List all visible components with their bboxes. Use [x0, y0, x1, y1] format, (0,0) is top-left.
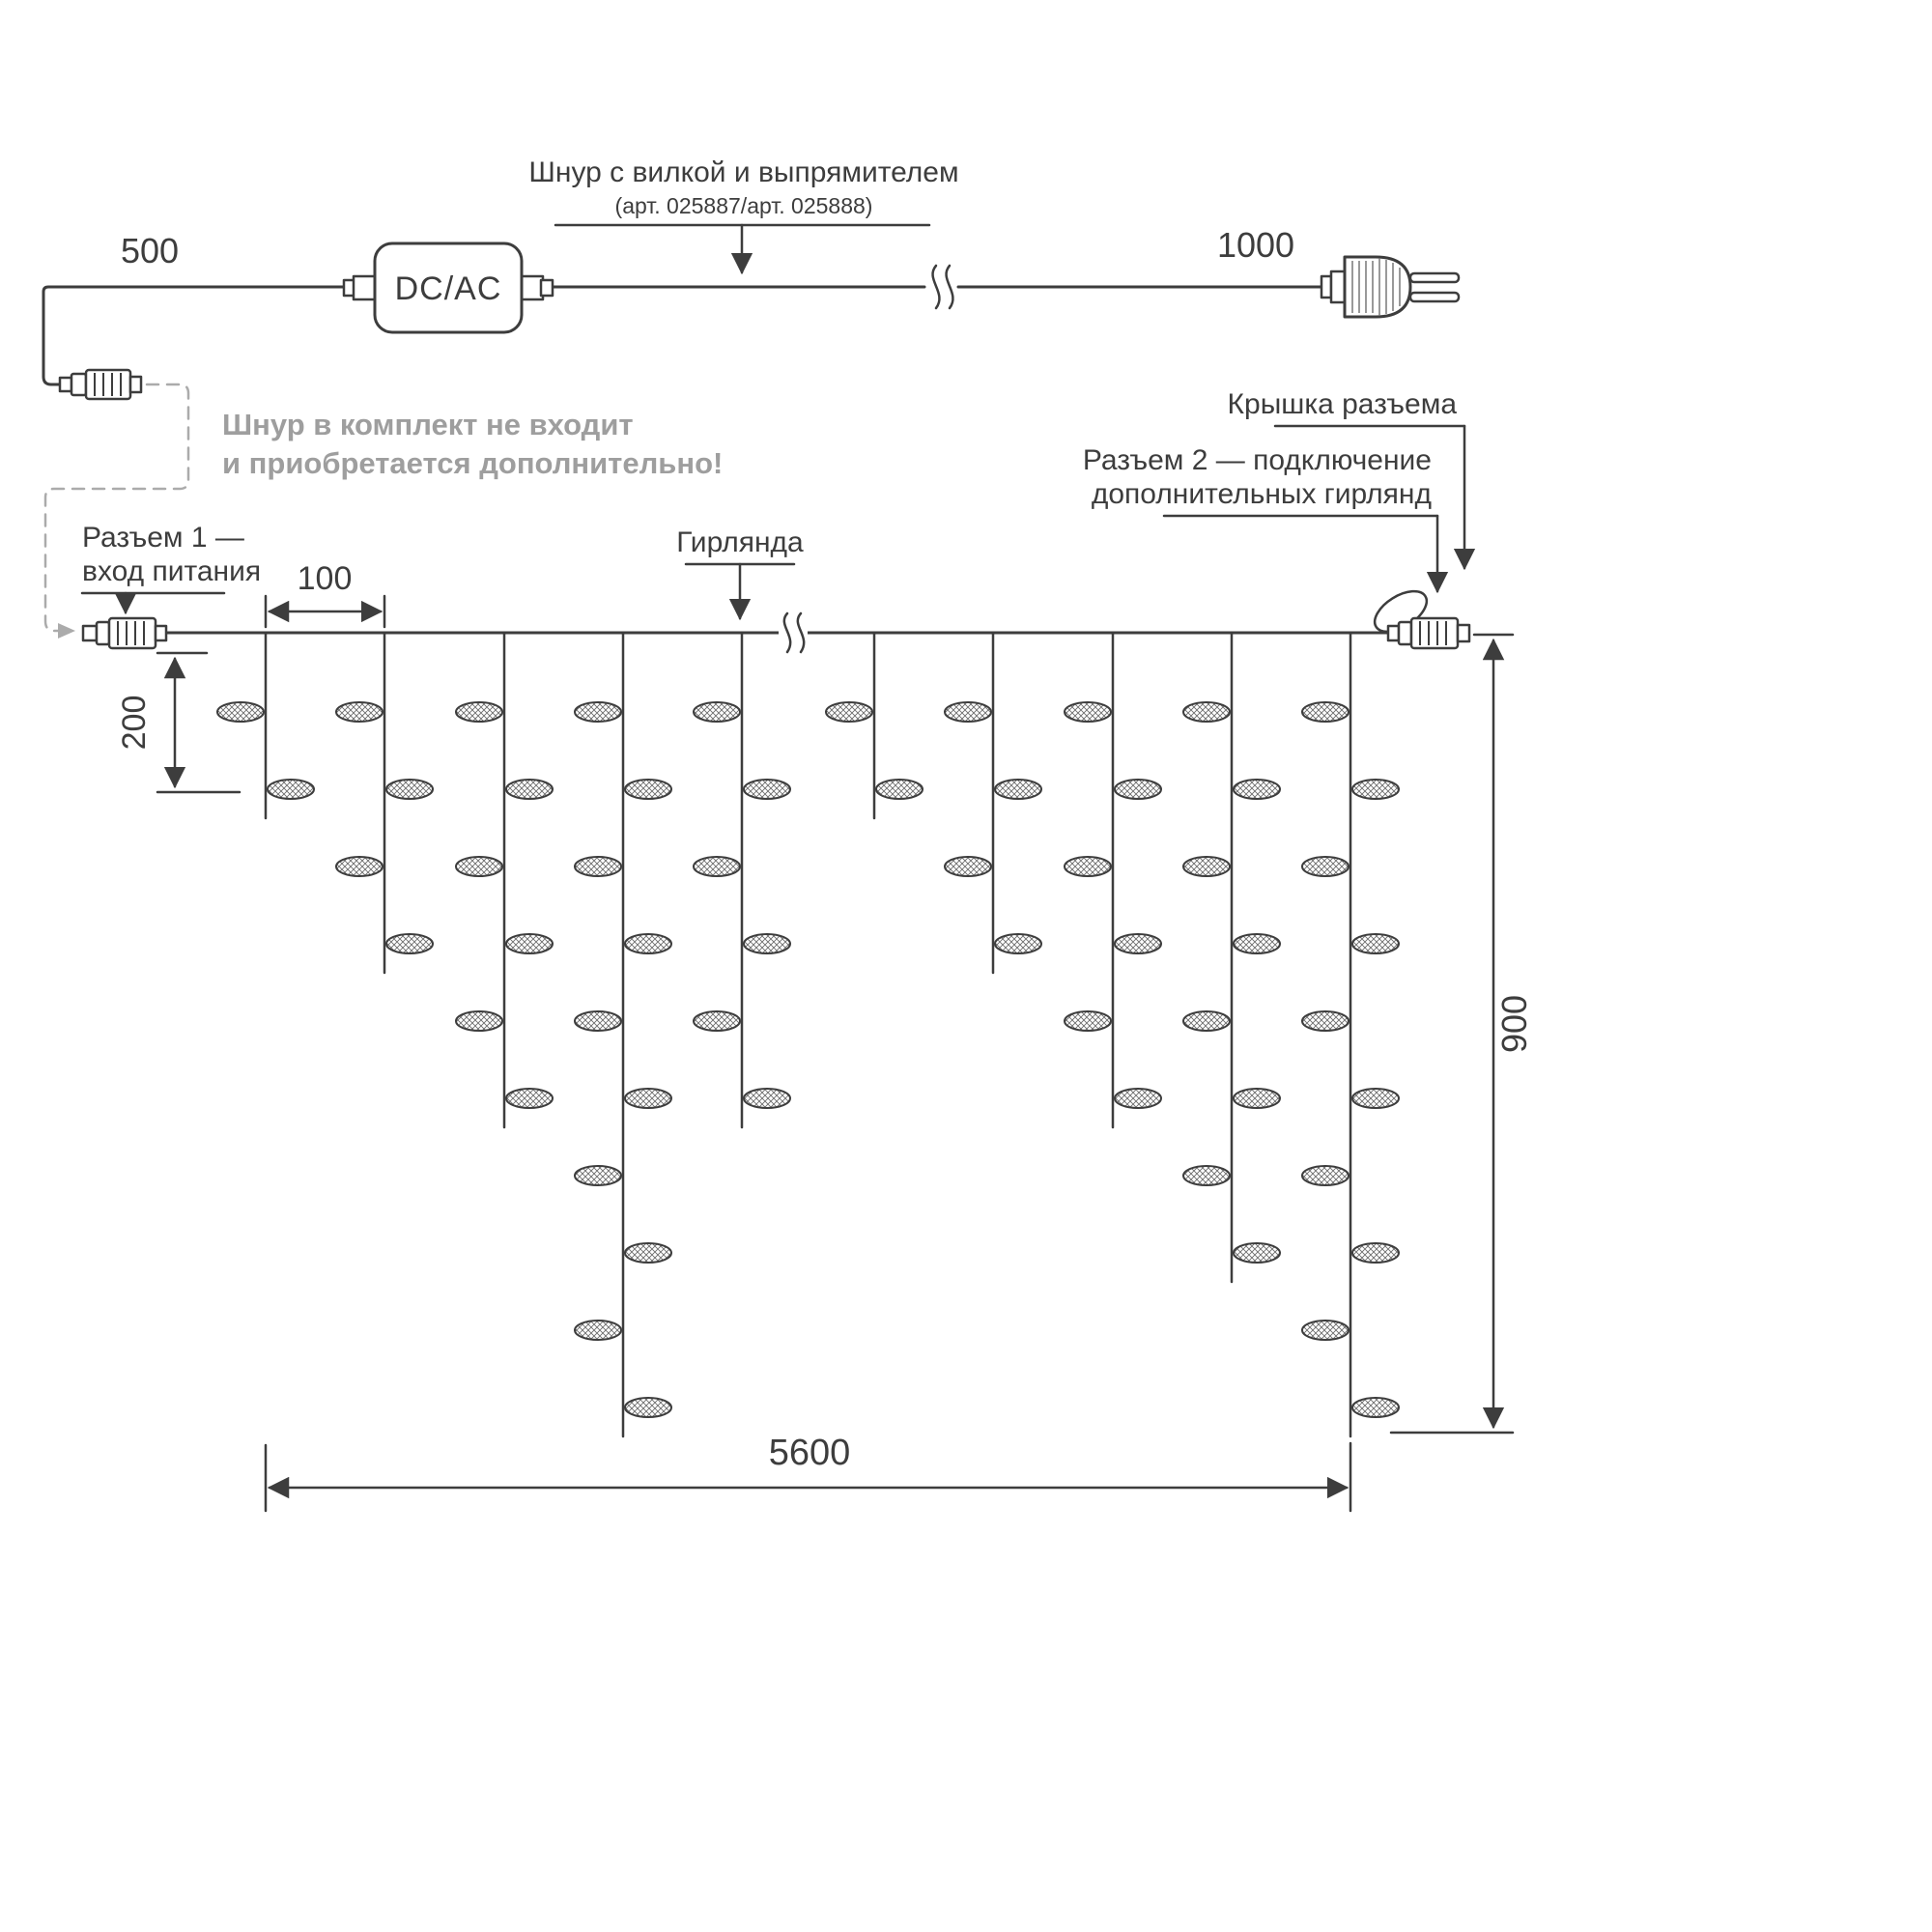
cord-subtitle: (арт. 025887/арт. 025888) — [615, 193, 873, 218]
cord-not-included-note-line1: Шнур в комплект не входит — [222, 408, 634, 441]
led-bulb-icon — [693, 701, 741, 723]
cord-right-length-label: 1000 — [1217, 225, 1294, 265]
garland-drops — [216, 631, 1400, 1438]
led-bulb-icon — [574, 1165, 622, 1186]
dashed-path-arrow — [58, 623, 75, 639]
led-bulb-icon — [1351, 1242, 1400, 1264]
led-bulb-icon — [1351, 1397, 1400, 1418]
led-bulb-icon — [1182, 701, 1231, 723]
led-bulb-icon — [743, 779, 791, 800]
led-bulb-icon — [624, 1397, 672, 1418]
led-bulb-icon — [1233, 1242, 1281, 1264]
led-bulb-icon — [574, 856, 622, 877]
garland-section — [81, 589, 1471, 1438]
led-bulb-icon — [1064, 701, 1112, 723]
led-bulb-icon — [1233, 779, 1281, 800]
connector1-label-line1: Разъем 1 — — [82, 522, 244, 554]
led-bulb-icon — [574, 1320, 622, 1341]
led-bulb-icon — [1182, 1165, 1231, 1186]
garland-label: Гирлянда — [676, 526, 804, 558]
garland-output-connector-icon — [1373, 589, 1471, 650]
led-bulb-icon — [1301, 856, 1350, 877]
cord-title: Шнур с вилкой и выпрямителем — [528, 156, 958, 188]
led-bulb-icon — [1301, 1320, 1350, 1341]
led-bulb-icon — [1351, 1088, 1400, 1109]
led-bulb-icon — [743, 1088, 791, 1109]
led-bulb-icon — [1301, 701, 1350, 723]
led-bulb-icon — [693, 856, 741, 877]
led-bulb-icon — [1351, 779, 1400, 800]
dimension-900-label: 900 — [1494, 995, 1534, 1053]
dimension-200: 200 — [116, 651, 242, 794]
led-bulb-icon — [335, 856, 384, 877]
cord-connection-dashed-path — [43, 383, 190, 633]
connector1-label-line2: вход питания — [82, 555, 261, 587]
cord-output-connector-icon — [58, 368, 143, 401]
led-bulb-icon — [624, 933, 672, 954]
led-bulb-icon — [693, 1010, 741, 1032]
dcac-label: DC/AC — [395, 270, 502, 307]
led-bulb-icon — [1064, 1010, 1112, 1032]
led-bulb-icon — [1301, 1010, 1350, 1032]
dimension-5600-label: 5600 — [769, 1433, 851, 1473]
led-bulb-icon — [455, 701, 503, 723]
callout-labels: Разъем 1 — вход питания Гирлянда Крышка … — [80, 388, 1476, 621]
led-bulb-icon — [875, 779, 923, 800]
led-bulb-icon — [335, 701, 384, 723]
led-bulb-icon — [825, 701, 873, 723]
dimension-5600: 5600 — [264, 1433, 1352, 1513]
led-bulb-icon — [994, 779, 1042, 800]
dcac-converter: DC/AC — [342, 242, 554, 334]
led-bulb-icon — [624, 1088, 672, 1109]
led-bulb-icon — [944, 701, 992, 723]
mains-plug-icon — [1320, 255, 1461, 319]
cord-break-icon — [927, 263, 956, 311]
led-bulb-icon — [1114, 933, 1162, 954]
dimension-annotations: 100 200 900 5600 — [116, 560, 1534, 1513]
garland-break-icon — [779, 611, 808, 655]
led-bulb-icon — [505, 779, 554, 800]
dimension-200-label: 200 — [116, 696, 153, 751]
led-bulb-icon — [455, 1010, 503, 1032]
led-bulb-icon — [216, 701, 265, 723]
dimension-100: 100 — [264, 560, 386, 629]
led-bulb-icon — [1064, 856, 1112, 877]
led-bulb-icon — [505, 1088, 554, 1109]
led-bulb-icon — [385, 779, 434, 800]
led-bulb-icon — [267, 779, 315, 800]
led-bulb-icon — [1301, 1165, 1350, 1186]
cap-label: Крышка разъема — [1228, 388, 1458, 420]
led-bulb-icon — [574, 1010, 622, 1032]
led-bulb-icon — [1233, 933, 1281, 954]
led-bulb-icon — [624, 1242, 672, 1264]
led-bulb-icon — [1114, 1088, 1162, 1109]
power-cord-section: Шнур с вилкой и выпрямителем (арт. 02588… — [42, 156, 1461, 639]
connector2-label-line2: дополнительных гирлянд — [1092, 478, 1432, 510]
led-bulb-icon — [1182, 1010, 1231, 1032]
led-bulb-icon — [743, 933, 791, 954]
led-bulb-icon — [505, 933, 554, 954]
led-bulb-icon — [1233, 1088, 1281, 1109]
dimension-100-label: 100 — [298, 560, 353, 597]
led-bulb-icon — [574, 701, 622, 723]
dimension-900: 900 — [1389, 633, 1534, 1435]
led-bulb-icon — [994, 933, 1042, 954]
led-bulb-icon — [1114, 779, 1162, 800]
led-bulb-icon — [385, 933, 434, 954]
cord-left-length-label: 500 — [121, 231, 179, 270]
cord-not-included-note-line2: и приобретается дополнительно! — [222, 446, 723, 480]
led-bulb-icon — [944, 856, 992, 877]
garland-input-connector-icon — [81, 616, 168, 650]
led-bulb-icon — [1351, 933, 1400, 954]
connector2-label-line1: Разъем 2 — подключение — [1083, 444, 1432, 476]
cord-wire-left — [42, 285, 346, 386]
led-bulb-icon — [624, 779, 672, 800]
led-bulb-icon — [455, 856, 503, 877]
led-bulb-icon — [1182, 856, 1231, 877]
